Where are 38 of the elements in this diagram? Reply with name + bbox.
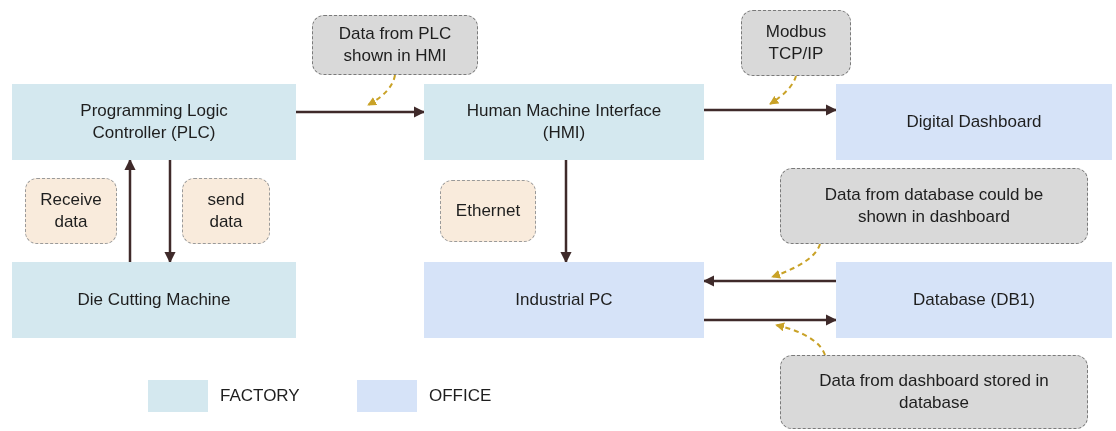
leader-line	[771, 243, 821, 279]
process-box	[836, 84, 1112, 160]
node-label: Programming Logic Controller (PLC)	[79, 99, 229, 144]
edge-tag	[25, 178, 117, 244]
leader-line	[769, 75, 797, 105]
node-label: Data from dashboard stored in database	[818, 369, 1050, 414]
arrow	[296, 106, 426, 118]
process-box	[424, 84, 704, 160]
arrow	[704, 314, 838, 326]
node-label: Human Machine Interface (HMI)	[465, 99, 663, 144]
arrow	[164, 160, 176, 264]
node-label: Modbus TCP/IP	[764, 20, 828, 65]
callout-note	[780, 355, 1088, 429]
callout-note	[741, 10, 851, 76]
node-label: Data from database could be shown in dashboard	[823, 183, 1045, 228]
leader-line	[367, 74, 396, 106]
edge-tag	[440, 180, 536, 242]
leader-line	[775, 322, 826, 356]
node-label: Die Cutting Machine	[77, 288, 231, 311]
arrow	[124, 158, 136, 262]
node-label: Database (DB1)	[913, 288, 1035, 311]
legend-label: FACTORY	[220, 385, 300, 408]
process-box	[12, 84, 296, 160]
node-label: Digital Dashboard	[906, 110, 1042, 133]
callout-note	[780, 168, 1088, 244]
node-label: Receive data	[39, 188, 103, 233]
edge-tag	[182, 178, 270, 244]
node-label: send data	[206, 188, 246, 233]
callout-note	[312, 15, 478, 75]
arrow	[560, 160, 572, 264]
node-label: Ethernet	[455, 199, 521, 222]
process-box	[424, 262, 704, 338]
node-label: Data from PLC shown in HMI	[337, 22, 453, 67]
process-box	[836, 262, 1112, 338]
arrow	[704, 104, 838, 116]
node-label: Industrial PC	[515, 288, 613, 311]
process-box	[12, 262, 296, 338]
legend-label: OFFICE	[429, 385, 492, 408]
